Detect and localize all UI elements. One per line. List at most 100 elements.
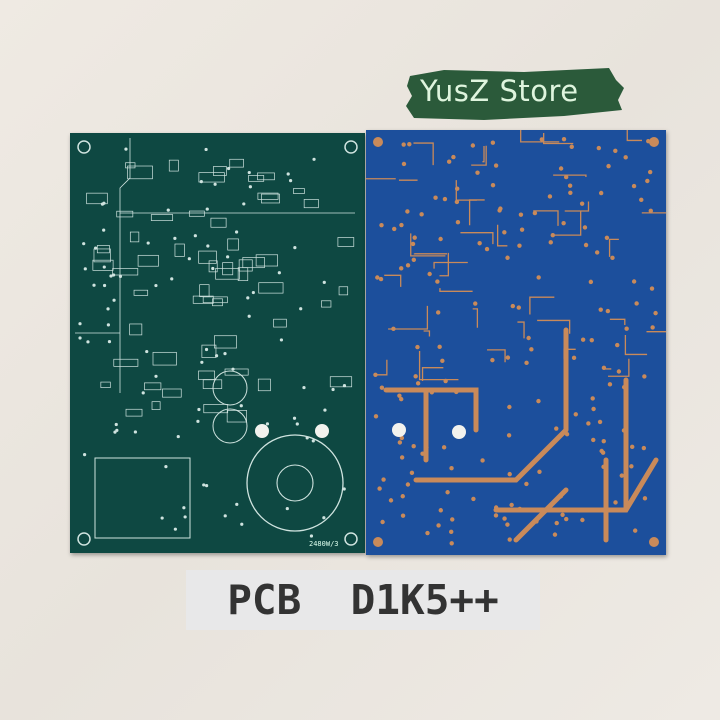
pad <box>197 407 201 412</box>
solder-pad <box>477 241 482 246</box>
solder-pad <box>388 498 394 503</box>
pad <box>82 242 86 246</box>
transformer-center <box>276 464 314 502</box>
component-outline <box>125 408 143 417</box>
solder-pad <box>409 470 415 476</box>
component-outline <box>201 344 217 358</box>
component-outline <box>162 388 182 398</box>
solder-pad <box>450 517 455 522</box>
solder-pad <box>470 143 476 148</box>
solder-pad <box>601 464 606 470</box>
component-outline <box>329 376 353 388</box>
solder-pad <box>435 279 440 284</box>
solder-pad <box>616 369 622 374</box>
component-outline <box>125 162 136 169</box>
solder-pad <box>648 208 653 214</box>
pad <box>146 241 150 245</box>
solder-pad <box>438 236 443 242</box>
pad <box>288 179 293 183</box>
pad <box>312 157 316 161</box>
pad <box>231 367 235 371</box>
store-logo-text: YusZ Store <box>420 74 579 108</box>
pad <box>83 267 87 271</box>
copper-trace <box>413 142 434 166</box>
component-outline <box>208 260 218 273</box>
solder-pad <box>576 508 582 513</box>
pad <box>277 271 281 275</box>
pad <box>109 274 113 278</box>
solder-pad <box>399 222 404 228</box>
pad <box>240 522 244 526</box>
copper-trace <box>384 274 402 287</box>
solder-pad <box>631 279 637 284</box>
pad <box>331 387 335 392</box>
solder-pad <box>455 186 460 191</box>
pad <box>239 404 243 408</box>
component-outline <box>293 188 305 194</box>
product-label-text: PCB D1K5++ <box>227 576 499 624</box>
component-outline <box>168 159 179 172</box>
pad <box>342 383 347 388</box>
pad <box>112 298 116 302</box>
solder-pad <box>411 444 416 449</box>
solder-pad <box>471 496 476 502</box>
component-outline <box>192 295 214 304</box>
solder-pad <box>446 159 452 164</box>
solder-pad <box>493 513 499 518</box>
solder-pad <box>554 426 559 431</box>
mounting-hole <box>77 532 91 546</box>
blue-pcb-board-solder-side <box>366 130 666 555</box>
solder-pad <box>573 412 578 417</box>
solder-pad <box>580 337 586 342</box>
copper-trace <box>543 133 574 145</box>
pad <box>200 360 204 364</box>
solder-pad <box>405 482 411 487</box>
copper-trace <box>388 305 429 330</box>
component-outline <box>337 237 355 247</box>
component-outline <box>214 335 237 349</box>
solder-pad <box>480 458 485 463</box>
solder-pad <box>493 505 499 510</box>
component-outline <box>133 289 149 296</box>
solder-pad <box>580 517 585 523</box>
solder-pad <box>630 444 635 450</box>
component-outline <box>248 175 265 182</box>
component-outline <box>258 282 284 294</box>
solder-pad <box>619 473 624 478</box>
solder-pad <box>412 235 417 240</box>
component-outline <box>212 298 223 307</box>
solder-pad <box>380 519 385 525</box>
pad <box>111 273 116 277</box>
relay-outline <box>94 457 191 539</box>
component-outline <box>229 158 244 168</box>
solder-pad <box>502 230 507 235</box>
copper-trace <box>421 367 444 382</box>
solder-pad <box>407 142 412 147</box>
solder-pad <box>490 182 496 188</box>
solder-pad <box>373 414 379 419</box>
pad <box>173 527 177 531</box>
copper-trace <box>366 178 396 180</box>
pad <box>223 514 227 518</box>
solder-pad <box>415 344 420 350</box>
solder-pad <box>597 419 603 425</box>
solder-pad <box>596 145 602 151</box>
pad <box>205 207 209 211</box>
pad <box>286 172 290 176</box>
solder-pad <box>505 255 510 260</box>
pad <box>234 230 239 234</box>
solder-pad <box>642 496 648 501</box>
solder-pad <box>502 516 507 521</box>
solder-pad <box>507 471 512 477</box>
solder-pad <box>598 307 603 312</box>
pad <box>204 147 208 152</box>
component-outline <box>215 268 240 280</box>
component-outline <box>113 358 139 367</box>
solder-pad <box>440 358 445 364</box>
solder-pad <box>400 513 406 518</box>
solder-pad <box>623 155 628 160</box>
copper-trace <box>377 359 388 376</box>
copper-trace <box>496 224 508 247</box>
pad <box>199 180 203 184</box>
copper-trace <box>517 321 525 339</box>
